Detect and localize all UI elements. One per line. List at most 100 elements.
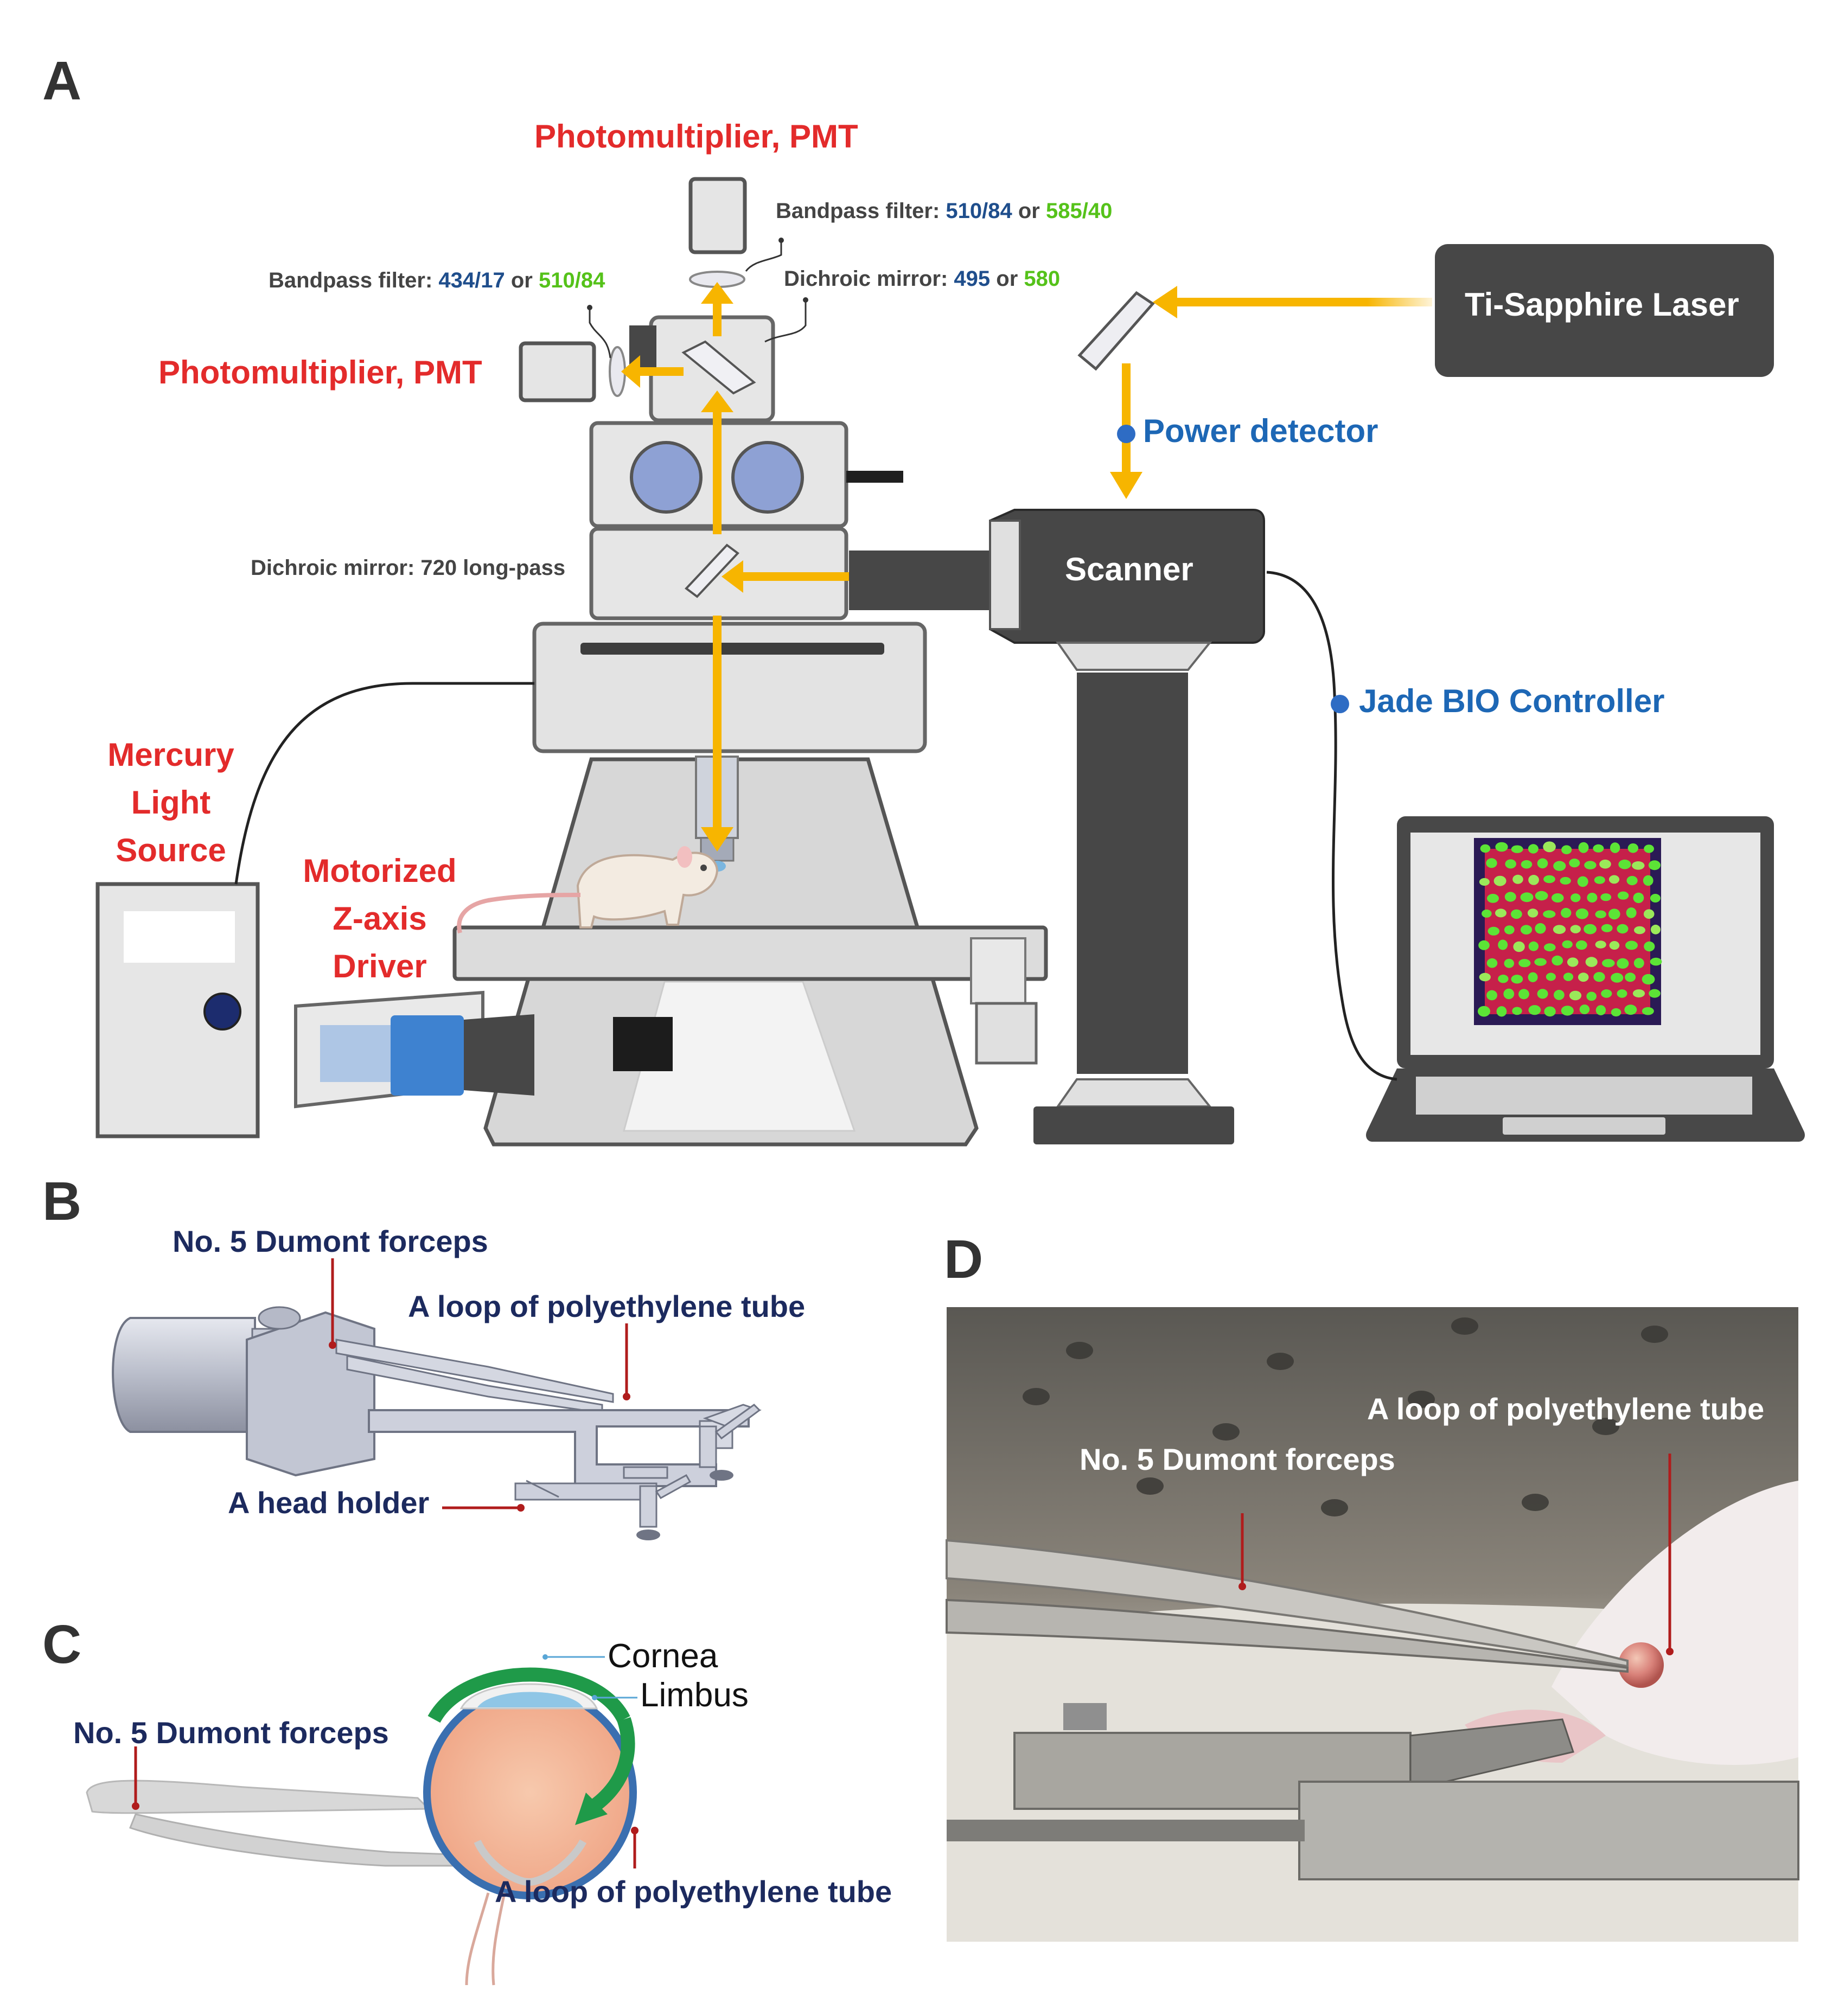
screen-cell: [1609, 941, 1620, 950]
screen-cell: [1479, 878, 1490, 886]
panel-a-drawing: [95, 177, 1805, 1147]
screen-cell: [1504, 925, 1515, 935]
screen-cell: [1625, 972, 1636, 982]
panel-b-holder-label: A head holder: [228, 1486, 430, 1520]
bandpass-top-label: Bandpass filter: 510/84 or 585/40: [776, 199, 1113, 223]
screen-cell: [1584, 861, 1597, 869]
mercury-line-1: Mercury: [107, 737, 234, 773]
screen-cell: [1486, 958, 1498, 968]
panel-c-drawing: [86, 1654, 639, 1986]
screen-cell: [1528, 941, 1539, 951]
screen-cell: [1560, 876, 1571, 885]
screen-cell: [1561, 907, 1572, 918]
panel-d-forceps-label: No. 5 Dumont forceps: [1080, 1442, 1395, 1476]
screen-cell: [1543, 910, 1556, 918]
panel-c-loop-label: A loop of polyethylene tube: [495, 1874, 892, 1909]
screen-cell: [1650, 894, 1661, 903]
zaxis-line-1: Motorized: [303, 853, 457, 889]
screen-cell: [1586, 991, 1597, 1001]
pmt-top-label: Photomultiplier, PMT: [534, 118, 858, 155]
screen-cell: [1610, 842, 1620, 853]
screen-cell: [1528, 844, 1538, 854]
screen-cell: [1535, 891, 1548, 901]
screen-cell: [1512, 874, 1523, 884]
screen-cell: [1498, 975, 1509, 983]
screen-cell: [1570, 925, 1581, 933]
screen-cell: [1643, 909, 1655, 919]
screen-cell: [1642, 974, 1655, 985]
screen-cell: [1478, 1006, 1490, 1017]
screen-cell: [1561, 1006, 1574, 1016]
mercury-light-source-label: Mercury Light Source: [92, 731, 250, 874]
screen-cell: [1595, 1005, 1606, 1015]
screen-cell: [1595, 940, 1606, 949]
screen-cell: [1594, 876, 1605, 884]
screen-cell: [1553, 925, 1566, 934]
screen-cell: [1528, 1005, 1541, 1015]
screen-cell: [1482, 909, 1492, 918]
screen-cell: [1493, 875, 1506, 886]
screen-cell: [1617, 924, 1629, 934]
screen-cell: [1577, 876, 1588, 887]
screen-cell: [1552, 893, 1564, 903]
screen-cell: [1634, 926, 1645, 935]
mercury-line-2: Light: [131, 784, 211, 821]
screen-cell: [1648, 860, 1661, 871]
screen-cell: [1518, 959, 1531, 968]
screen-cell: [1618, 859, 1631, 869]
screen-cell: [1632, 989, 1645, 998]
screen-cell: [1534, 958, 1547, 966]
screen-cell: [1504, 958, 1515, 968]
laser-label: Ti-Sapphire Laser: [1465, 286, 1739, 323]
zaxis-line-2: Z-axis: [333, 900, 427, 937]
screen-cell: [1495, 908, 1506, 918]
screen-cell: [1632, 861, 1645, 870]
screen-cell: [1544, 943, 1556, 952]
screen-cell: [1528, 875, 1540, 885]
panel-label-b: B: [42, 1171, 82, 1232]
screen-cell: [1546, 972, 1556, 981]
screen-cell: [1544, 1006, 1556, 1017]
screen-cell: [1513, 941, 1525, 952]
controller-label: Jade BIO Controller: [1359, 683, 1665, 719]
screen-cell: [1585, 957, 1598, 967]
screen-cell: [1624, 1004, 1637, 1015]
panel-label-c: C: [42, 1614, 82, 1675]
screen-cell: [1600, 893, 1612, 901]
screen-cell: [1479, 972, 1491, 982]
screen-cell: [1537, 989, 1548, 999]
screen-cell: [1601, 924, 1613, 932]
screen-cell: [1567, 957, 1579, 967]
screen-cell: [1528, 972, 1538, 983]
screen-cell: [1552, 955, 1563, 966]
screen-cell: [1554, 990, 1565, 1000]
screen-cell: [1649, 989, 1661, 998]
screen-cell: [1617, 989, 1627, 998]
panel-label-a: A: [42, 50, 82, 111]
screen-cell: [1495, 842, 1508, 852]
screen-cell: [1520, 892, 1534, 903]
screen-cell: [1626, 876, 1638, 886]
screen-cell: [1563, 972, 1574, 981]
screen-cell: [1650, 957, 1662, 966]
panel-label-d: D: [944, 1229, 984, 1290]
screen-cell: [1601, 989, 1612, 998]
panel-c-forceps-label: No. 5 Dumont forceps: [73, 1716, 389, 1750]
screen-cell: [1486, 858, 1497, 868]
screen-cell: [1521, 860, 1533, 869]
screen-cell: [1608, 875, 1620, 884]
screen-cell: [1578, 972, 1589, 982]
screen-cell: [1617, 958, 1629, 969]
screen-cell: [1511, 975, 1523, 984]
screen-cell: [1642, 1007, 1654, 1015]
panel-b-forceps-label: No. 5 Dumont forceps: [173, 1224, 488, 1258]
screen-cell: [1579, 1004, 1590, 1014]
zaxis-line-3: Driver: [333, 948, 427, 984]
screen-cell: [1593, 844, 1604, 853]
panel-d-loop-label: A loop of polyethylene tube: [1367, 1392, 1765, 1426]
screen-cell: [1575, 940, 1587, 950]
dichroic-top-label: Dichroic mirror: 495 or 580: [784, 267, 1061, 291]
screen-cell: [1575, 908, 1589, 919]
screen-cell: [1571, 893, 1581, 903]
